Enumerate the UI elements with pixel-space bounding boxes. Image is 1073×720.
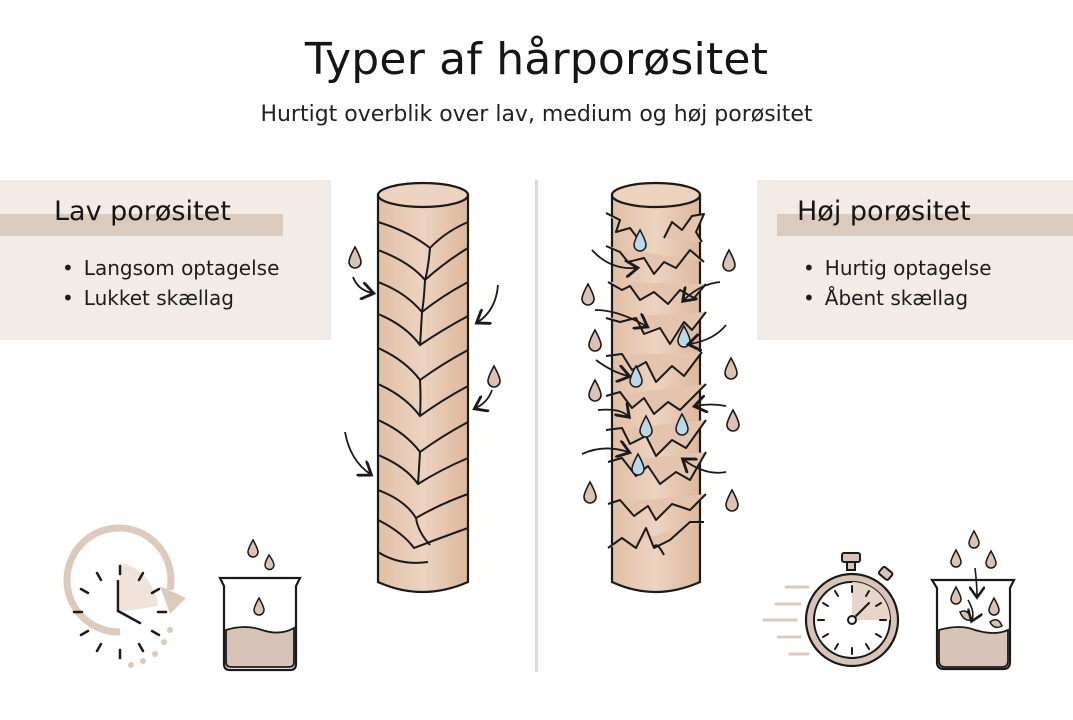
high-porosity-water-drops [581,248,740,512]
high-porosity-bullet: Åbent skællag [803,283,992,313]
high-porosity-panel: Høj porøsitet Hurtig optagelse Åbent skæ… [757,180,1073,340]
low-porosity-bullet: Langsom optagelse [62,253,280,283]
low-porosity-arrows [344,276,499,474]
page-subtitle: Hurtigt overblik over lav, medium og høj… [260,102,813,127]
heading-highlight-band [777,214,1073,236]
high-porosity-bullet: Hurtig optagelse [803,253,992,283]
beaker-few-drops-icon [218,538,302,672]
beaker-many-drops-icon [930,529,1016,671]
low-porosity-panel: Lav porøsitet Langsom optagelse Lukket s… [0,180,331,340]
low-porosity-water-drops [348,245,501,388]
high-porosity-list: Hurtig optagelse Åbent skællag [803,253,992,313]
low-porosity-bullet: Lukket skællag [62,283,279,313]
high-porosity-arrows [581,249,727,474]
open-cuticle-hair-strand [605,181,707,594]
page-title: Typer af hårporøsitet [304,34,769,85]
high-porosity-heading: Høj porøsitet [797,196,971,227]
slow-clock-icon [63,524,186,668]
heading-highlight-band [0,214,283,236]
low-porosity-list: Langsom optagelse Lukket skællag [62,253,280,313]
center-divider [535,180,538,672]
fast-stopwatch-icon [762,552,900,668]
closed-cuticle-hair-strand [376,181,470,594]
low-porosity-heading: Lav porøsitet [54,196,231,227]
